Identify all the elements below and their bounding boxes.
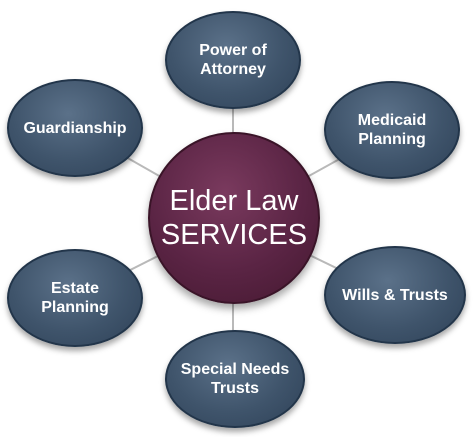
- node-special-needs-trusts: Special Needs Trusts: [165, 330, 305, 428]
- node-medicaid-planning: Medicaid Planning: [324, 81, 460, 179]
- node-label: Wills & Trusts: [342, 286, 448, 304]
- node-wills-trusts: Wills & Trusts: [324, 246, 466, 344]
- node-estate-planning: Estate Planning: [7, 249, 143, 347]
- node-guardianship: Guardianship: [7, 79, 143, 177]
- node-power-of-attorney: Power of Attorney: [165, 11, 301, 109]
- center-title-line2: SERVICES: [160, 219, 308, 251]
- node-label: Medicaid Planning: [357, 112, 427, 148]
- node-label: Power of Attorney: [199, 42, 267, 78]
- node-label: Estate Planning: [41, 280, 109, 316]
- center-title-line1: Elder Law: [169, 185, 299, 217]
- center-hub: Elder Law SERVICES: [148, 132, 320, 304]
- node-label: Guardianship: [23, 119, 127, 137]
- node-label: Special Needs Trusts: [180, 361, 290, 397]
